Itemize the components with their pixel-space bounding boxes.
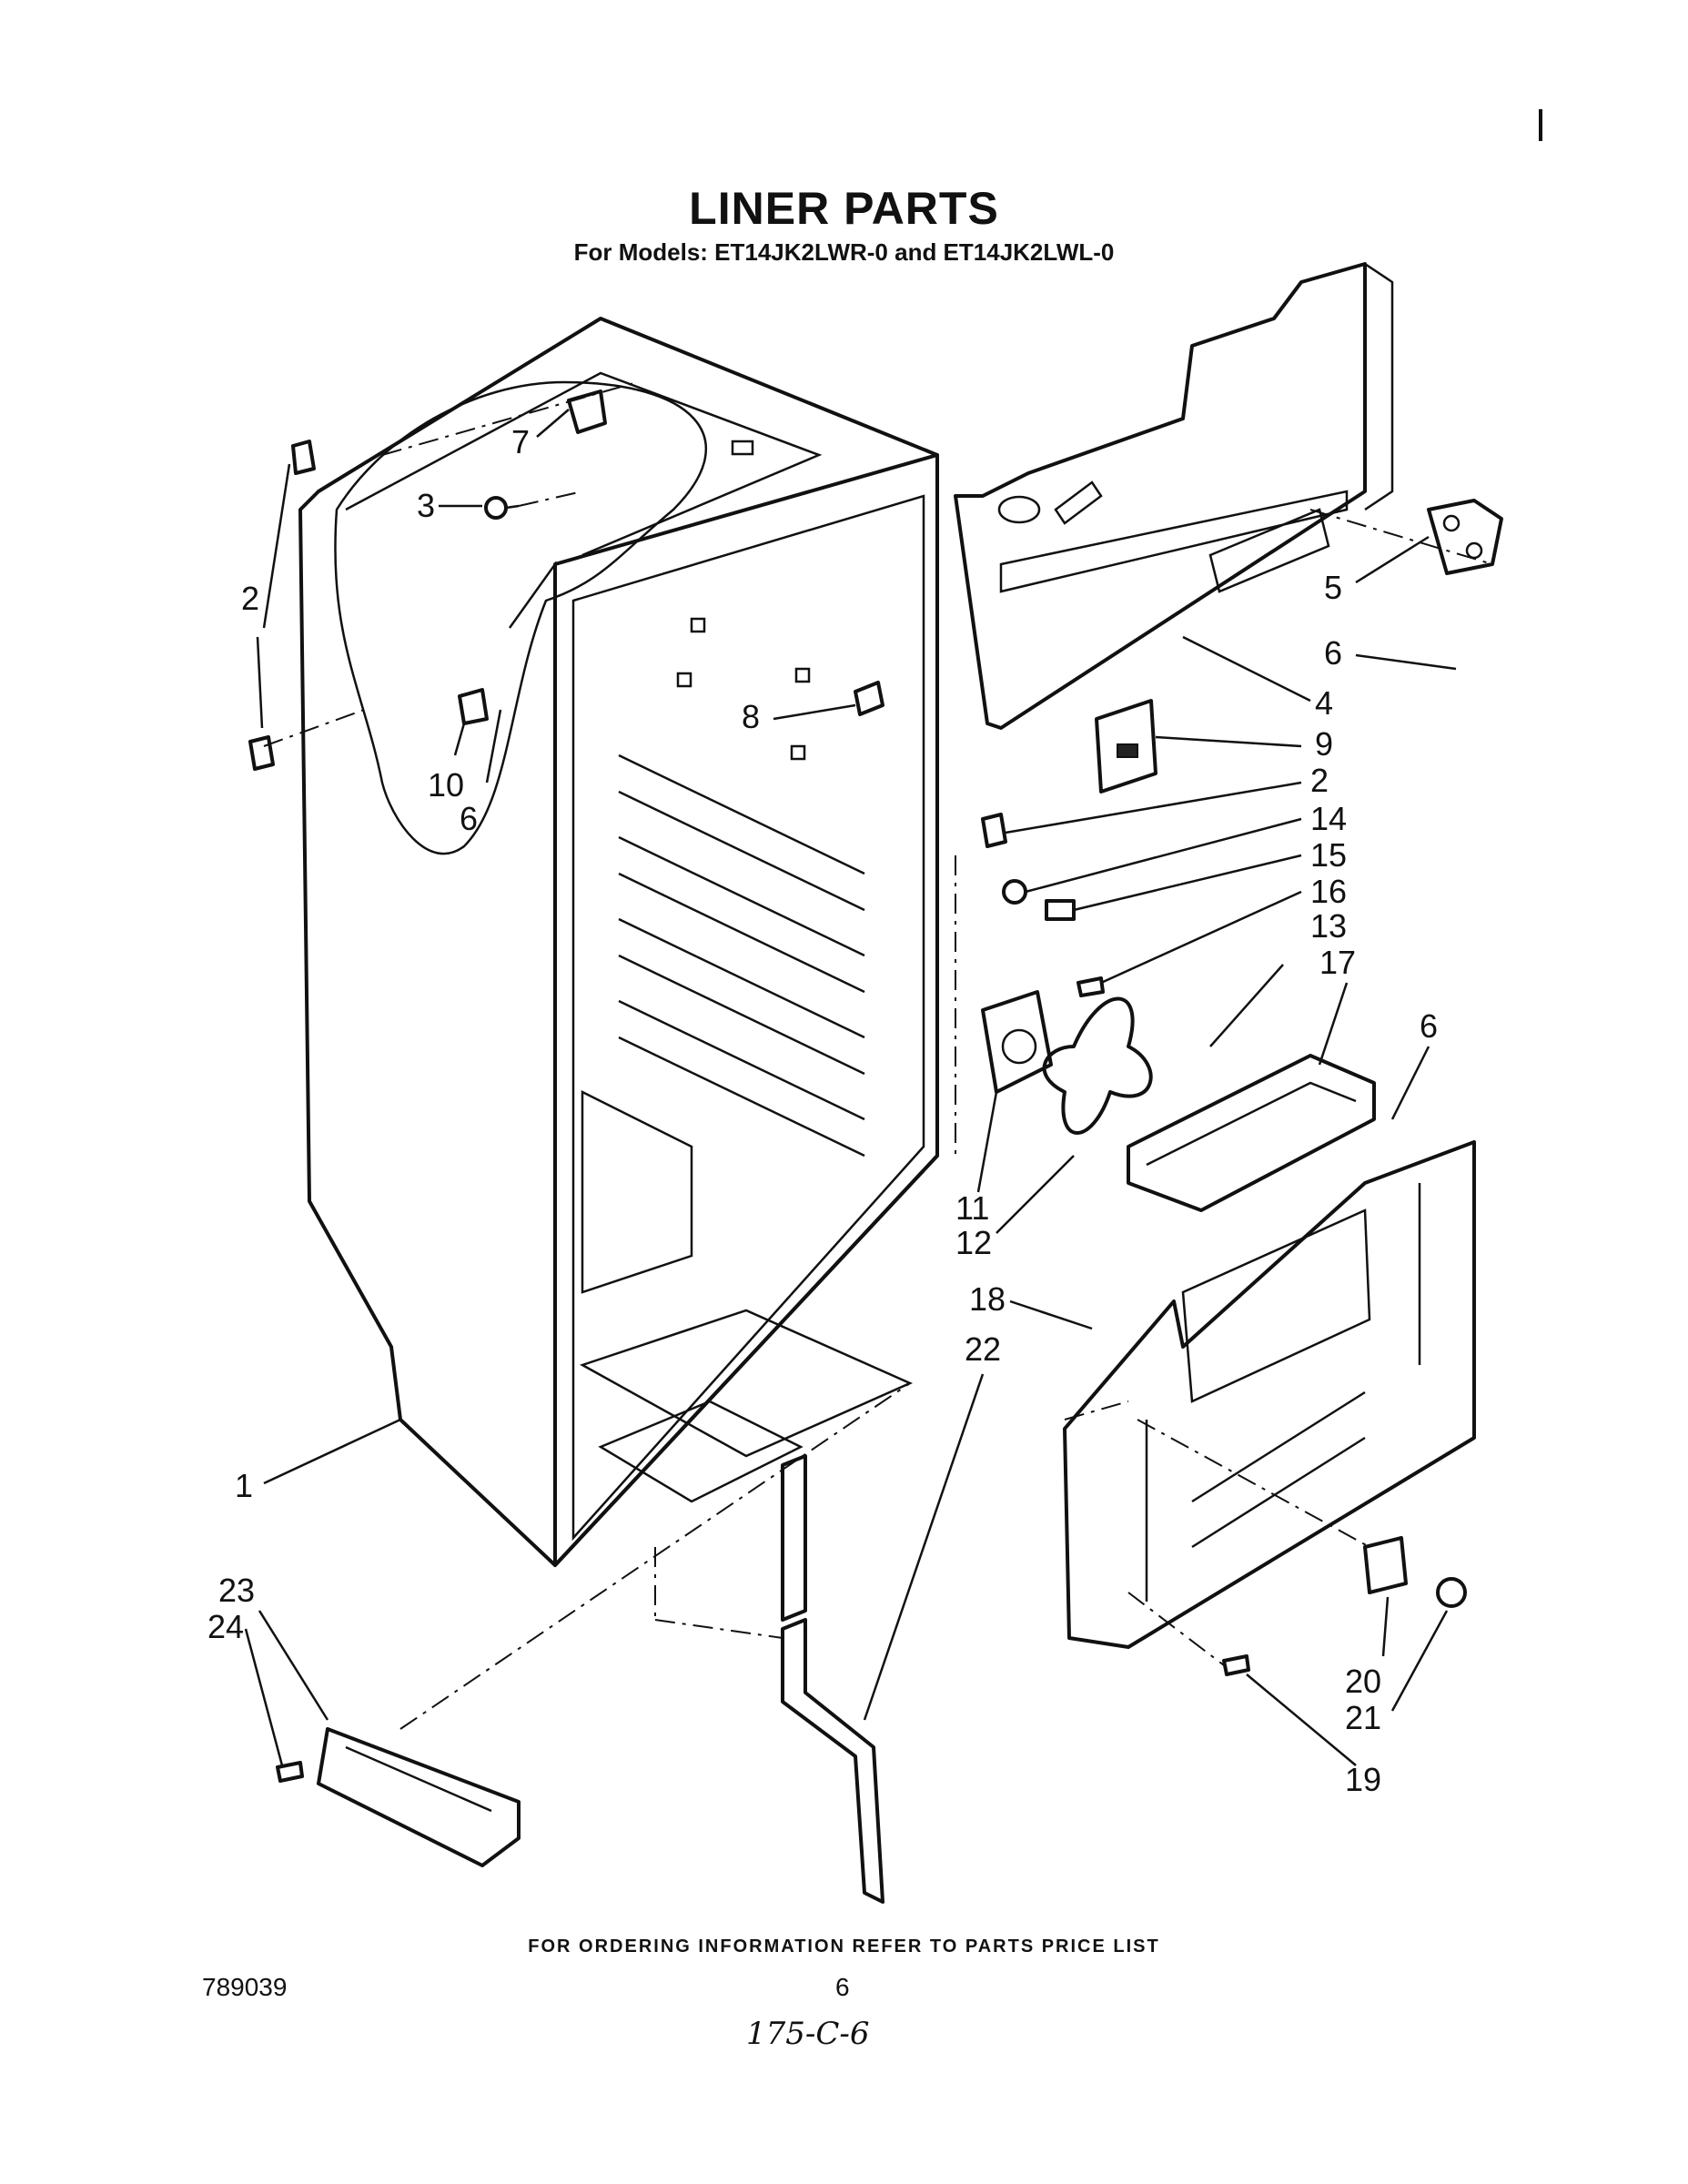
leader-line xyxy=(256,636,264,729)
callout-17: 17 xyxy=(1319,944,1356,981)
callout-1: 1 xyxy=(235,1467,253,1504)
leader-line xyxy=(1390,1046,1430,1120)
assembly-line xyxy=(381,381,638,456)
screw-part-3 xyxy=(484,496,520,520)
document-number: 789039 xyxy=(202,1973,288,2001)
fan-motor-part-11 xyxy=(981,990,1053,1094)
leader-line xyxy=(1390,1610,1449,1712)
callout-4: 4 xyxy=(1315,684,1333,722)
leader-line xyxy=(536,409,570,438)
callout-5: 5 xyxy=(1324,569,1342,606)
callout-21: 21 xyxy=(1345,1699,1381,1736)
callout-11: 11 xyxy=(955,1189,989,1227)
models-subtitle: For Models: ET14JK2LWR-0 and ET14JK2LWL-… xyxy=(573,238,1115,266)
bracket-part-7 xyxy=(567,389,607,434)
leader-line xyxy=(996,1155,1075,1234)
assembly-line xyxy=(1127,1592,1225,1666)
leader-line xyxy=(1246,1673,1357,1766)
fan-shroud-part-17 xyxy=(1127,1054,1376,1212)
screw-part-24 xyxy=(276,1761,304,1783)
leader-line xyxy=(863,1373,985,1721)
leader-line xyxy=(262,463,291,629)
clip-part xyxy=(854,681,884,716)
callout-6: 6 xyxy=(460,800,478,837)
clip-part-2-lower xyxy=(248,735,275,771)
assembly-line xyxy=(1309,509,1493,565)
assembly-line xyxy=(399,1382,911,1730)
assembly-line xyxy=(654,1619,783,1639)
leader-line xyxy=(1005,781,1302,834)
leader-line xyxy=(258,1610,329,1721)
page-number: 6 xyxy=(835,1973,850,2001)
clip-part-2-upper xyxy=(291,440,316,475)
leader-line xyxy=(485,709,502,784)
leader-line xyxy=(1355,653,1457,671)
assembly-line xyxy=(518,490,583,507)
upper-duct-panel-part xyxy=(954,262,1394,730)
leader-line xyxy=(976,1091,998,1193)
callout-8: 8 xyxy=(742,698,760,735)
vertical-trim-part-22 xyxy=(781,1454,884,1904)
callout-7: 7 xyxy=(511,423,530,460)
grommet-part-14 xyxy=(1002,879,1027,905)
clip-part-2-center xyxy=(981,813,1007,848)
callout-6: 6 xyxy=(1420,1007,1438,1045)
callout-3: 3 xyxy=(417,487,435,524)
callout-2: 2 xyxy=(241,580,259,617)
leader-line xyxy=(1009,1299,1093,1330)
assembly-line xyxy=(1064,1400,1129,1421)
leader-line xyxy=(263,1418,401,1485)
callout-9: 9 xyxy=(1315,725,1333,763)
handwritten-note: 175-C-6 xyxy=(746,2016,870,2052)
bracket-part-20 xyxy=(1363,1536,1408,1594)
hinge-bracket-part xyxy=(1427,499,1503,575)
callout-10: 10 xyxy=(428,766,464,804)
callout-15: 15 xyxy=(1310,836,1347,874)
assembly-line xyxy=(263,709,365,747)
screw-part-19 xyxy=(1222,1654,1250,1676)
leader-line xyxy=(453,723,466,756)
fan-blade-part-12 xyxy=(1042,996,1153,1135)
callout-19: 19 xyxy=(1345,1761,1381,1798)
liner-cabinet-part xyxy=(298,317,939,1567)
ordering-note: FOR ORDERING INFORMATION REFER TO PARTS … xyxy=(528,1936,1160,1956)
callout-12: 12 xyxy=(955,1224,992,1261)
leader-line xyxy=(244,1628,284,1766)
switch-part xyxy=(1095,699,1157,794)
leader-line xyxy=(773,703,856,721)
callout-16: 16 xyxy=(1310,873,1347,910)
assembly-line xyxy=(1137,1419,1370,1548)
callout-14: 14 xyxy=(1310,800,1347,837)
leader-line xyxy=(1318,982,1349,1066)
clip-part-10 xyxy=(458,688,489,725)
leader-line xyxy=(1209,964,1284,1047)
callout-13: 13 xyxy=(1310,907,1347,945)
callout-20: 20 xyxy=(1345,1663,1381,1700)
evaporator-cover-part-18 xyxy=(1063,1140,1476,1649)
leader-line xyxy=(1381,1596,1390,1657)
leader-line xyxy=(1025,817,1302,894)
callout-24: 24 xyxy=(207,1608,244,1645)
screw-part-13 xyxy=(1076,976,1105,997)
callout-2: 2 xyxy=(1310,762,1329,799)
leader-line xyxy=(1182,635,1311,703)
knob-part-21 xyxy=(1436,1577,1467,1608)
callout-22: 22 xyxy=(965,1330,1001,1368)
callout-6: 6 xyxy=(1324,634,1342,672)
page-title: LINER PARTS xyxy=(689,183,999,234)
leader-line xyxy=(1155,735,1302,748)
mount-part-15-16 xyxy=(1045,899,1076,921)
leader-line xyxy=(1073,854,1302,912)
leader-line xyxy=(1355,535,1430,584)
leader-line xyxy=(1100,890,1302,985)
callout-18: 18 xyxy=(969,1280,1006,1318)
bottom-trim-part-23 xyxy=(317,1727,521,1867)
callout-23: 23 xyxy=(218,1572,255,1609)
